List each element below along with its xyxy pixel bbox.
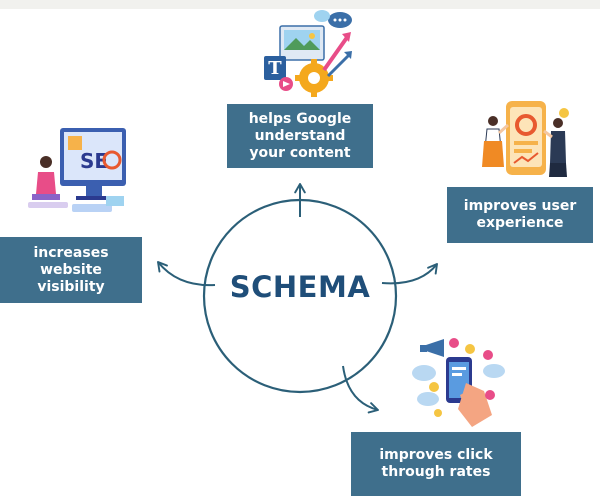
top-strip bbox=[0, 0, 600, 9]
benefit-box-right: improves user experience bbox=[447, 187, 593, 243]
benefit-left-label: increases website visibility bbox=[33, 244, 109, 295]
benefit-box-top: helps Google understand your content bbox=[227, 104, 373, 168]
benefit-right-label: improves user experience bbox=[463, 198, 577, 231]
user-experience-illustration bbox=[482, 101, 569, 177]
arrow-to-left bbox=[157, 261, 216, 287]
arrow-to-right bbox=[381, 263, 438, 285]
svg-text:T: T bbox=[268, 58, 282, 79]
benefit-bottom-label: improves click through rates bbox=[379, 447, 493, 480]
benefit-box-left: increases website visibility bbox=[0, 237, 142, 303]
phone-engagement-illustration bbox=[412, 338, 505, 427]
benefit-top-label: helps Google understand your content bbox=[248, 110, 352, 161]
seo-monitor-illustration: SE bbox=[28, 128, 126, 212]
benefit-box-bottom: improves click through rates bbox=[351, 432, 521, 496]
arrow-to-bottom bbox=[342, 365, 379, 414]
center-title: SCHEMA bbox=[229, 270, 371, 304]
content-marketing-illustration: T bbox=[264, 10, 352, 97]
